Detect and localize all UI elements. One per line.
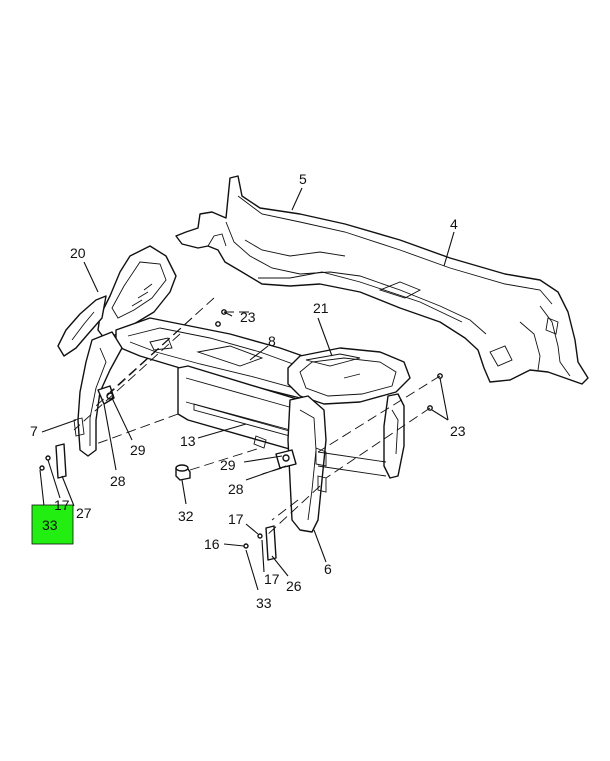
callout-23-top[interactable]: 23 bbox=[240, 309, 256, 325]
callout-4[interactable]: 4 bbox=[450, 216, 458, 232]
callout-16[interactable]: 16 bbox=[204, 536, 220, 552]
callout-labels: 5 4 20 23 21 8 7 29 23 13 28 29 28 17 27… bbox=[30, 171, 466, 611]
callout-17-right[interactable]: 17 bbox=[264, 571, 280, 587]
callout-23-right[interactable]: 23 bbox=[450, 423, 466, 439]
highlight-box[interactable] bbox=[31, 504, 74, 545]
callout-27[interactable]: 27 bbox=[76, 505, 92, 521]
callout-13[interactable]: 13 bbox=[180, 433, 196, 449]
callout-33[interactable]: 33 bbox=[256, 595, 272, 611]
callout-29-right[interactable]: 29 bbox=[220, 457, 236, 473]
right-lower-pillar bbox=[287, 393, 405, 533]
left-lower-pillar bbox=[73, 331, 123, 457]
callout-28-right[interactable]: 28 bbox=[228, 481, 244, 497]
highlight-33[interactable]: 33 bbox=[31, 504, 74, 545]
callout-26[interactable]: 26 bbox=[286, 578, 302, 594]
callout-17-left[interactable]: 17 bbox=[54, 497, 70, 513]
callout-6[interactable]: 6 bbox=[324, 561, 332, 577]
callout-8[interactable]: 8 bbox=[268, 333, 276, 349]
callout-20[interactable]: 20 bbox=[70, 245, 86, 261]
callout-32[interactable]: 32 bbox=[178, 508, 194, 524]
callout-21[interactable]: 21 bbox=[313, 300, 329, 316]
alignment-lines bbox=[73, 297, 441, 537]
upper-rear-panel bbox=[175, 175, 589, 385]
callout-29-left[interactable]: 29 bbox=[130, 442, 146, 458]
hardware bbox=[39, 309, 443, 561]
callout-17-mid[interactable]: 17 bbox=[228, 511, 244, 527]
access-cover bbox=[287, 347, 411, 405]
leader-lines bbox=[39, 187, 455, 591]
highlight-label: 33 bbox=[42, 517, 58, 533]
callout-28-left[interactable]: 28 bbox=[110, 473, 126, 489]
callout-7[interactable]: 7 bbox=[30, 423, 38, 439]
callout-5[interactable]: 5 bbox=[299, 171, 307, 187]
